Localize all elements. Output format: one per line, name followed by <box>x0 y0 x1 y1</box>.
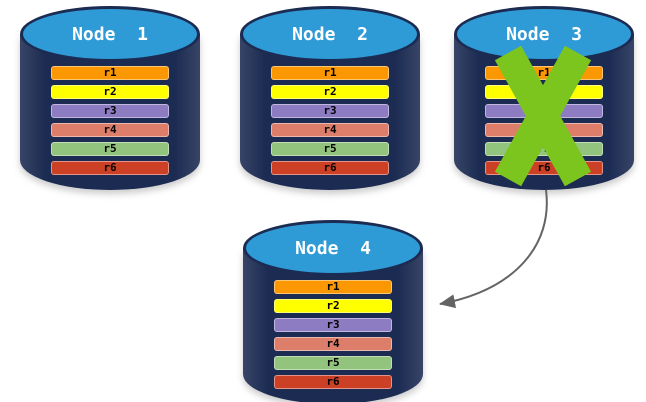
row-r2: r2 <box>51 85 169 99</box>
row-r1: r1 <box>274 280 392 294</box>
node-3-title: Node 3 <box>506 23 582 45</box>
node-2-cylinder: Node 2 r1 r2 r3 r4 r5 r6 <box>240 6 420 190</box>
row-r3: r3 <box>271 104 389 118</box>
node-3-cylinder-top: Node 3 <box>454 6 634 62</box>
node-2-cylinder-top: Node 2 <box>240 6 420 62</box>
row-r6: r6 <box>274 375 392 389</box>
node-3-cylinder: Node 3 r1 r2 r3 r4 r5 r6 <box>454 6 634 190</box>
node-4-replica-rows: r1 r2 r3 r4 r5 r6 <box>274 280 392 389</box>
node-1-cylinder: Node 1 r1 r2 r3 r4 r5 r6 <box>20 6 200 190</box>
node-2-replica-rows: r1 r2 r3 r4 r5 r6 <box>271 66 389 175</box>
row-r2: r2 <box>274 299 392 313</box>
node-2-title: Node 2 <box>292 23 368 45</box>
row-r4: r4 <box>271 123 389 137</box>
row-r5: r5 <box>51 142 169 156</box>
recovery-arrow-path <box>439 189 548 309</box>
node-1-replica-rows: r1 r2 r3 r4 r5 r6 <box>51 66 169 175</box>
node-4-cylinder: Node 4 r1 r2 r3 r4 r5 r6 <box>243 220 423 402</box>
row-r3: r3 <box>274 318 392 332</box>
row-r4: r4 <box>274 337 392 351</box>
row-r6: r6 <box>51 161 169 175</box>
node-1-title: Node 1 <box>72 23 148 45</box>
row-r4: r4 <box>51 123 169 137</box>
failure-x-icon <box>494 45 592 187</box>
row-r2: r2 <box>271 85 389 99</box>
node-4-cylinder-top: Node 4 <box>243 220 423 276</box>
row-r3: r3 <box>51 104 169 118</box>
failure-x-stroke <box>494 45 592 187</box>
row-r1: r1 <box>51 66 169 80</box>
node-1-cylinder-top: Node 1 <box>20 6 200 62</box>
row-r6: r6 <box>271 161 389 175</box>
row-r5: r5 <box>274 356 392 370</box>
node-4-title: Node 4 <box>295 237 371 259</box>
row-r1: r1 <box>271 66 389 80</box>
row-r5: r5 <box>271 142 389 156</box>
